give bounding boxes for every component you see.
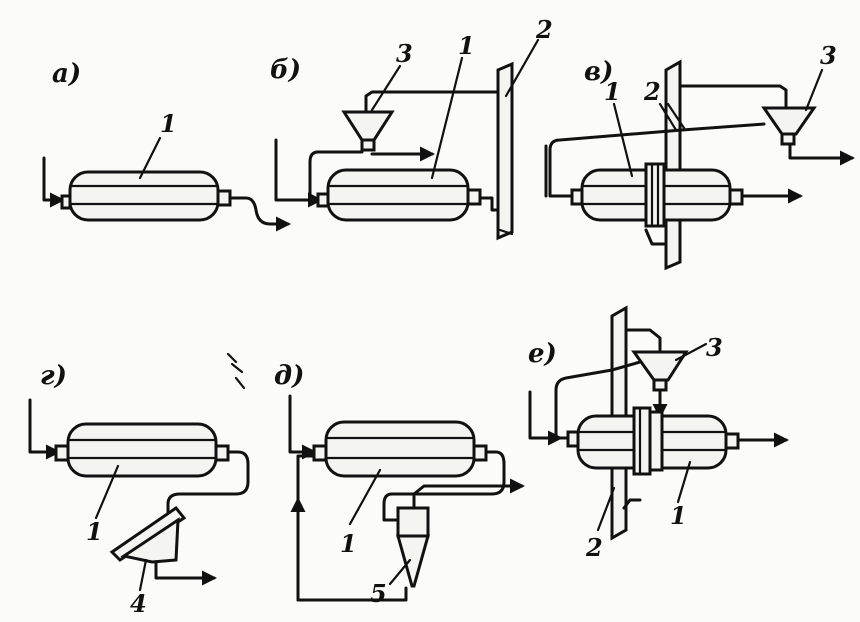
label-hopper: 3 [396,39,413,68]
panel-e-letter: е) [528,339,557,369]
feed-arrow [28,398,61,460]
cyclone-top [396,506,430,538]
cyclone-return [296,586,408,602]
panel-v: в) 1 2 3 [544,41,855,271]
panel-g-letter: г) [40,361,67,391]
panel-a: а) 1 [42,59,291,232]
label-mill: 1 [458,31,475,60]
label-wall: 2 [535,15,553,44]
mill-discharge-pipe [382,450,506,522]
drum-mill [66,422,218,478]
label-wall: 2 [643,77,661,106]
panel-d: д) 1 5 [274,361,525,608]
hopper [341,110,395,142]
screen-deck [109,505,187,562]
mill-flange [648,410,664,472]
scan-artifact [226,352,246,390]
feed-arrow [528,390,563,446]
panel-b-letter: б) [270,55,301,85]
drum-mill [68,170,220,222]
discharge-pipe [166,450,250,514]
label-hopper: 3 [820,41,837,70]
leader-line [138,136,162,180]
feed-arrow [274,138,323,208]
feed-arrow [288,394,317,460]
label-mill: 1 [604,77,621,106]
wall [496,61,514,241]
label-mill: 1 [160,109,177,138]
discharge-arrow [228,196,291,232]
label-mill: 1 [86,517,103,546]
panel-b: б) 3 1 2 [270,15,553,241]
panel-a-letter: а) [52,59,81,89]
label-hopper: 3 [706,333,723,362]
label-mill: 1 [340,529,357,558]
screen-hopper [120,517,180,564]
hopper [631,350,689,382]
label-mill: 1 [670,501,687,530]
mill-flange [632,406,652,476]
product-arrow [788,144,855,166]
label-cyclone: 5 [370,579,387,608]
hopper-return-pipe [548,122,766,198]
mill-flange [644,162,666,228]
hopper-return-pipe [554,360,642,440]
feed-arrow [42,156,65,208]
hopper [761,106,817,136]
return-pipe [678,84,788,108]
product-arrow [412,478,525,510]
recycle-pipe [296,454,316,602]
drum-mill [324,420,476,478]
panel-v-letter: в) [584,57,613,87]
hopper-return-pipe [308,150,364,202]
label-wall: 2 [585,533,603,562]
cyclone-cone [396,534,430,588]
wall [664,59,682,271]
drum-mill [326,168,470,222]
panel-d-letter: д) [274,361,304,391]
mill-end-stub [216,189,232,207]
panel-e: е) 3 2 1 [528,305,789,562]
label-screen: 4 [130,589,147,618]
product-arrow [154,560,217,586]
return-pipe [624,328,662,352]
return-pipe [364,90,500,112]
panel-g: г) 1 4 [28,361,250,618]
